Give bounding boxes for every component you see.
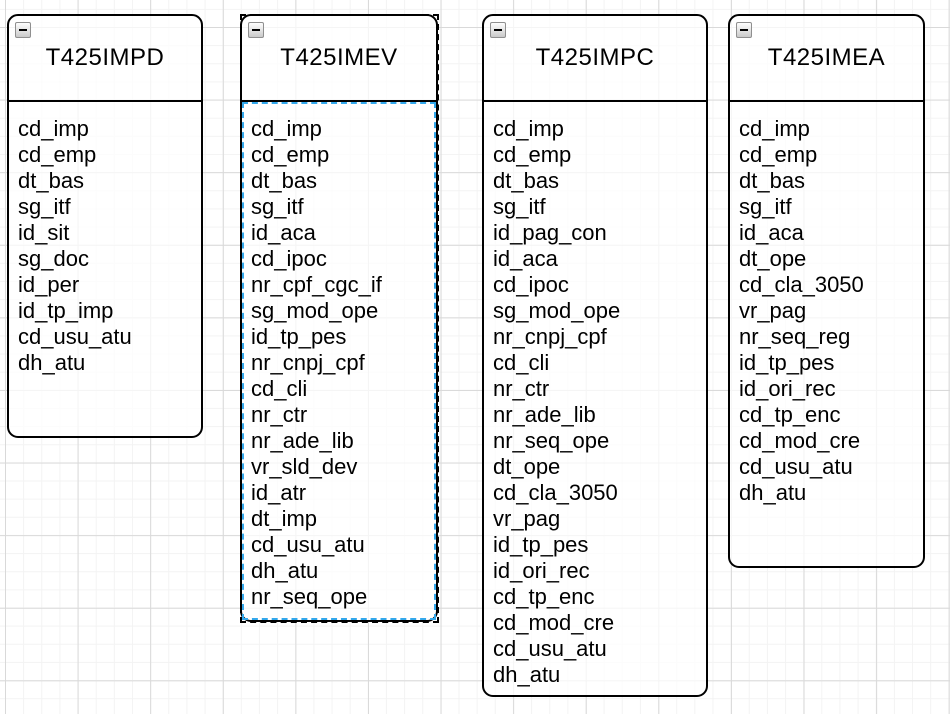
minus-icon [19, 29, 27, 31]
entity-title: T425IMPD [45, 43, 165, 71]
field-row[interactable]: dt_bas [251, 167, 318, 193]
field-row[interactable]: vr_pag [739, 297, 807, 323]
field-row[interactable]: nr_ctr [251, 401, 308, 427]
field-row[interactable]: id_aca [739, 219, 804, 245]
field-row[interactable]: cd_ipoc [251, 245, 327, 271]
entity-header[interactable]: T425IMEV [242, 16, 436, 102]
field-row[interactable]: cd_usu_atu [739, 453, 853, 479]
field-row[interactable]: cd_cli [251, 375, 308, 401]
field-row[interactable]: cd_emp [493, 141, 572, 167]
field-row[interactable]: cd_ipoc [493, 271, 569, 297]
field-row[interactable]: sg_itf [739, 193, 792, 219]
field-row[interactable]: id_atr [251, 479, 307, 505]
field-row[interactable]: cd_emp [739, 141, 818, 167]
field-row[interactable]: cd_cli [493, 349, 550, 375]
field-row[interactable]: dt_ope [493, 453, 561, 479]
field-row[interactable]: dh_atu [493, 661, 561, 687]
field-row[interactable]: dh_atu [739, 479, 807, 505]
collapse-minus-button[interactable] [15, 22, 31, 38]
field-row[interactable]: id_aca [493, 245, 558, 271]
field-row[interactable]: vr_pag [493, 505, 561, 531]
field-row[interactable]: cd_usu_atu [18, 323, 132, 349]
field-row[interactable]: nr_seq_reg [739, 323, 851, 349]
field-row[interactable]: id_tp_imp [18, 297, 114, 323]
collapse-minus-button[interactable] [248, 22, 264, 38]
field-row[interactable]: nr_cpf_cgc_if [251, 271, 382, 297]
field-row[interactable]: nr_cnpj_cpf [251, 349, 365, 375]
field-row[interactable]: id_sit [18, 219, 70, 245]
field-row[interactable]: cd_emp [251, 141, 330, 167]
entity-title: T425IMEV [280, 43, 398, 71]
field-row[interactable]: sg_mod_ope [493, 297, 621, 323]
field-row[interactable]: sg_itf [18, 193, 71, 219]
field-row[interactable]: sg_doc [18, 245, 89, 271]
field-row[interactable]: cd_imp [493, 115, 564, 141]
field-row[interactable]: nr_seq_ope [493, 427, 610, 453]
field-row[interactable]: dh_atu [18, 349, 86, 375]
field-row[interactable]: sg_mod_ope [251, 297, 379, 323]
entity-header[interactable]: T425IMPC [484, 16, 706, 102]
collapse-minus-button[interactable] [736, 22, 752, 38]
field-row[interactable]: cd_tp_enc [739, 401, 841, 427]
entity-title: T425IMPC [535, 43, 655, 71]
field-row[interactable]: sg_itf [493, 193, 546, 219]
field-row[interactable]: nr_cnpj_cpf [493, 323, 607, 349]
minus-icon [740, 29, 748, 31]
field-row[interactable]: dt_imp [251, 505, 318, 531]
field-row[interactable]: cd_cla_3050 [493, 479, 618, 505]
field-row[interactable]: vr_sld_dev [251, 453, 358, 479]
field-row[interactable]: cd_imp [739, 115, 810, 141]
entity-header[interactable]: T425IMPD [9, 16, 201, 102]
field-row[interactable]: id_tp_pes [251, 323, 347, 349]
field-row[interactable]: dh_atu [251, 557, 319, 583]
field-row[interactable]: cd_mod_cre [493, 609, 615, 635]
field-row[interactable]: dt_ope [739, 245, 807, 271]
field-row[interactable]: cd_tp_enc [493, 583, 595, 609]
field-row[interactable]: cd_imp [18, 115, 89, 141]
field-row[interactable]: nr_ctr [493, 375, 550, 401]
field-row[interactable]: dt_bas [493, 167, 560, 193]
entity-title: T425IMEA [767, 43, 886, 71]
minus-icon [494, 29, 502, 31]
field-row[interactable]: cd_cla_3050 [739, 271, 864, 297]
field-row[interactable]: nr_seq_ope [251, 583, 368, 609]
field-row[interactable]: id_aca [251, 219, 316, 245]
field-row[interactable]: sg_itf [251, 193, 304, 219]
field-row[interactable]: id_tp_pes [493, 531, 589, 557]
field-row[interactable]: dt_bas [739, 167, 806, 193]
field-row[interactable]: id_per [18, 271, 80, 297]
field-row[interactable]: cd_usu_atu [493, 635, 607, 661]
field-row[interactable]: nr_ade_lib [251, 427, 354, 453]
field-row[interactable]: cd_imp [251, 115, 322, 141]
field-row[interactable]: id_ori_rec [493, 557, 590, 583]
field-row[interactable]: nr_ade_lib [493, 401, 596, 427]
field-row[interactable]: id_tp_pes [739, 349, 835, 375]
field-row[interactable]: cd_mod_cre [739, 427, 861, 453]
collapse-minus-button[interactable] [490, 22, 506, 38]
entity-header[interactable]: T425IMEA [730, 16, 923, 102]
field-row[interactable]: dt_bas [18, 167, 85, 193]
field-row[interactable]: id_pag_con [493, 219, 607, 245]
field-row[interactable]: cd_usu_atu [251, 531, 365, 557]
field-row[interactable]: cd_emp [18, 141, 97, 167]
minus-icon [252, 29, 260, 31]
field-row[interactable]: id_ori_rec [739, 375, 836, 401]
